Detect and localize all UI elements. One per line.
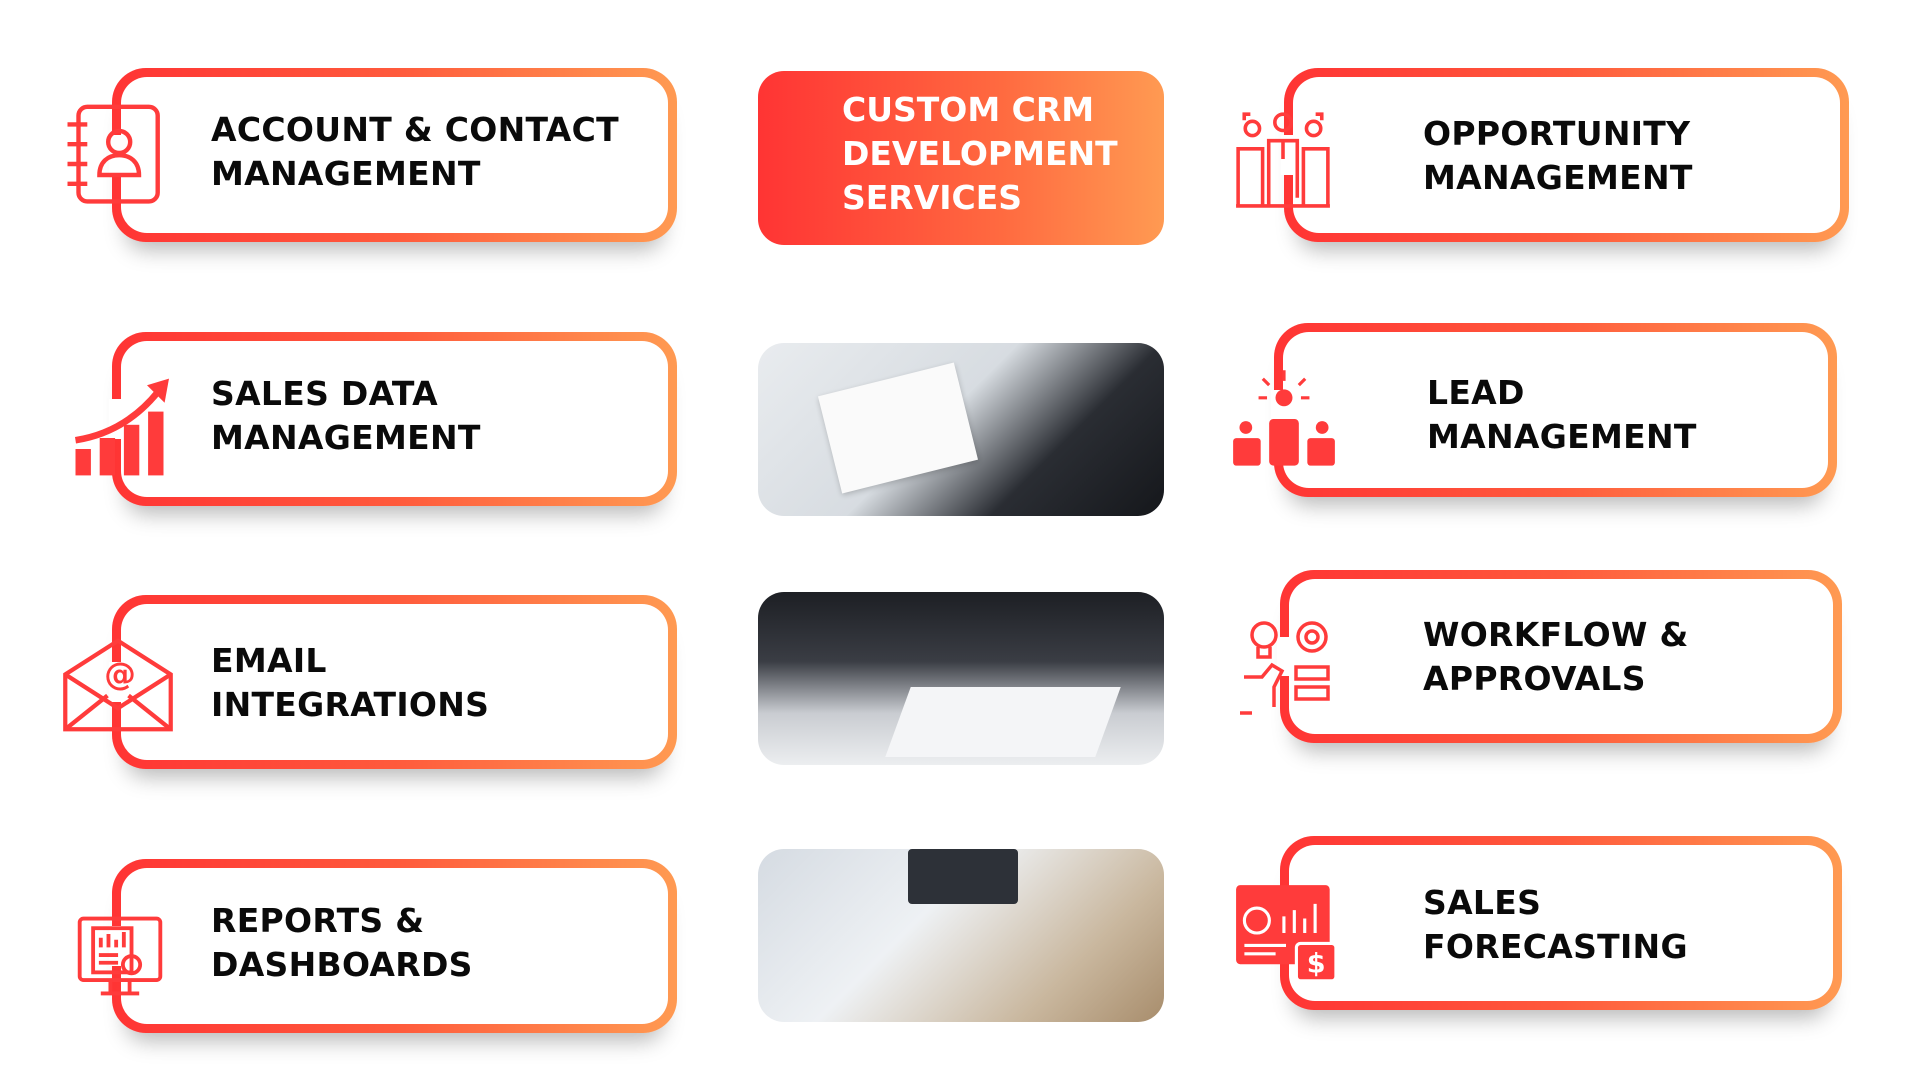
photo-signing-document <box>758 592 1164 765</box>
svg-text:@: @ <box>104 657 136 693</box>
card-forecasting: SALES FORECASTING <box>1277 836 1842 1010</box>
card-reports: REPORTS & DASHBOARDS <box>109 859 677 1033</box>
growth-chart-icon <box>70 372 180 482</box>
card-title-line2: MANAGEMENT <box>211 418 481 457</box>
team-icon <box>1232 102 1334 212</box>
card-title-line1: SALES <box>1423 883 1542 922</box>
contact-book-icon <box>62 98 172 208</box>
lead-icon <box>1231 364 1337 474</box>
card-title-line1: EMAIL <box>211 641 327 680</box>
card-title-line1: REPORTS & <box>211 901 425 940</box>
card-workflow: WORKFLOW & APPROVALS <box>1277 570 1842 743</box>
title-line2: DEVELOPMENT <box>842 134 1118 173</box>
card-title-line2: MANAGEMENT <box>1423 158 1693 197</box>
forecast-icon: $ <box>1234 878 1338 988</box>
card-title-line1: LEAD <box>1427 373 1525 412</box>
card-opportunity: OPPORTUNITY MANAGEMENT <box>1281 68 1849 242</box>
card-title-line2: DASHBOARDS <box>211 945 473 984</box>
card-title-line1: OPPORTUNITY <box>1423 114 1691 153</box>
workflow-icon <box>1236 612 1336 722</box>
title-banner: CUSTOM CRM DEVELOPMENT SERVICES <box>758 71 1164 245</box>
card-title-line2: INTEGRATIONS <box>211 685 490 724</box>
card-email: EMAIL INTEGRATIONS <box>109 595 677 769</box>
photo-meeting-charts <box>758 343 1164 516</box>
card-title-line2: MANAGEMENT <box>211 154 481 193</box>
card-lead: LEAD MANAGEMENT <box>1271 323 1837 497</box>
card-title-line1: WORKFLOW & <box>1423 615 1689 654</box>
card-title-line1: SALES DATA <box>211 374 438 413</box>
photo-analytics-tablet <box>758 849 1164 1022</box>
email-icon: @ <box>60 630 176 740</box>
card-account-contact: ACCOUNT & CONTACT MANAGEMENT <box>109 68 677 242</box>
svg-text:$: $ <box>1307 949 1326 980</box>
title-line3: SERVICES <box>842 178 1023 217</box>
title-line1: CUSTOM CRM <box>842 90 1095 129</box>
card-title-line2: FORECASTING <box>1423 927 1688 966</box>
card-title-line1: ACCOUNT & CONTACT <box>211 110 619 149</box>
card-title-line2: APPROVALS <box>1423 659 1646 698</box>
card-sales-data: SALES DATA MANAGEMENT <box>109 332 677 506</box>
card-title-line2: MANAGEMENT <box>1427 417 1697 456</box>
dashboard-icon <box>72 902 168 1012</box>
